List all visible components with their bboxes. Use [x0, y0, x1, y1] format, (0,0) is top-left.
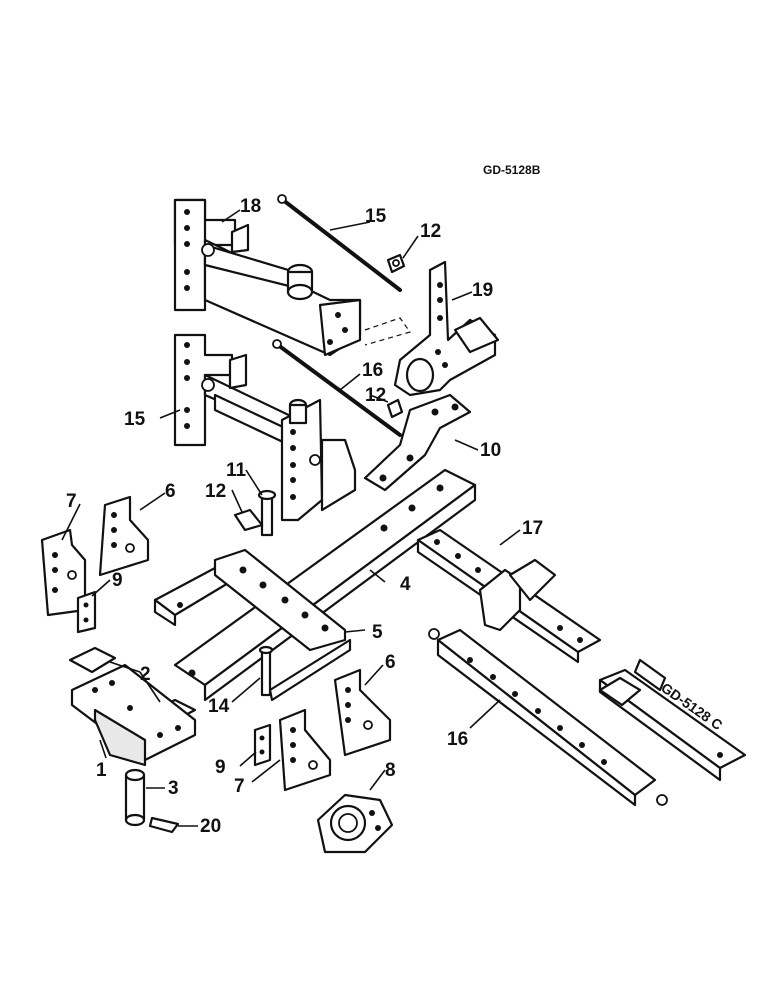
part-12-upper-clip [386, 253, 406, 274]
part-5-support-frame [153, 548, 352, 702]
callout-6-right: 6 [385, 652, 396, 673]
callout-labels: 18 15 12 19 15 16 12 10 11 12 7 6 9 4 5 … [66, 196, 543, 837]
part-16-link-bar [428, 628, 668, 807]
callout-2: 2 [140, 664, 151, 685]
callout-5: 5 [372, 622, 383, 643]
callout-12-middle: 12 [365, 385, 386, 406]
callout-1: 1 [96, 760, 107, 781]
callout-14: 15 [124, 409, 146, 430]
callout-4: 4 [400, 574, 411, 595]
part-6-left-plate [98, 495, 150, 577]
callout-8: 8 [385, 760, 396, 781]
part-1-hitch-body [70, 663, 197, 767]
callout-13: 14 [208, 696, 230, 717]
part-8-swivel-plate [316, 793, 394, 854]
part-4-drawbar [173, 468, 477, 702]
part-18-upper-bracket [173, 198, 362, 357]
part-11-pin [257, 489, 277, 537]
part-13-pin [258, 645, 274, 697]
part-15-lower-rod [272, 339, 402, 437]
callout-9-left: 9 [112, 570, 123, 591]
part-12-lower-clip [233, 508, 264, 532]
callout-7-right: 7 [234, 776, 245, 797]
part-6-right-plate [333, 668, 392, 757]
callout-12-upper: 12 [420, 221, 441, 242]
part-7-right-plate [278, 708, 332, 792]
part-12-middle-clip [386, 398, 404, 419]
leader-lines [61, 209, 521, 827]
callout-18: 18 [240, 196, 261, 217]
callout-12-lower: 12 [205, 481, 226, 502]
callout-6-left: 6 [165, 481, 176, 502]
callout-3: 3 [168, 778, 179, 799]
part-7-left-plate [40, 528, 87, 617]
part-10-offset-bar [363, 393, 472, 492]
part-9-left-shim [76, 590, 97, 634]
callout-15-lower: 16 [362, 360, 383, 381]
callout-7-left: 7 [66, 491, 77, 512]
callout-19: 19 [472, 280, 493, 301]
callout-20: 20 [200, 816, 221, 837]
callout-10: 10 [480, 440, 501, 461]
callout-16: 16 [447, 729, 468, 750]
callout-9-right: 9 [215, 757, 226, 778]
part-20-clip [148, 816, 180, 834]
callout-15-upper: 15 [365, 206, 387, 227]
part-15-upper-rod [277, 194, 402, 292]
figure-reference-code: GD-5128B [483, 163, 541, 177]
callout-17: 17 [522, 518, 543, 539]
callout-11: 11 [226, 460, 247, 481]
part-19-side-bracket [364, 260, 500, 397]
part-9-right-shim [253, 723, 272, 767]
part-3-pin [124, 768, 146, 827]
part-14-lower-bracket [173, 333, 357, 522]
